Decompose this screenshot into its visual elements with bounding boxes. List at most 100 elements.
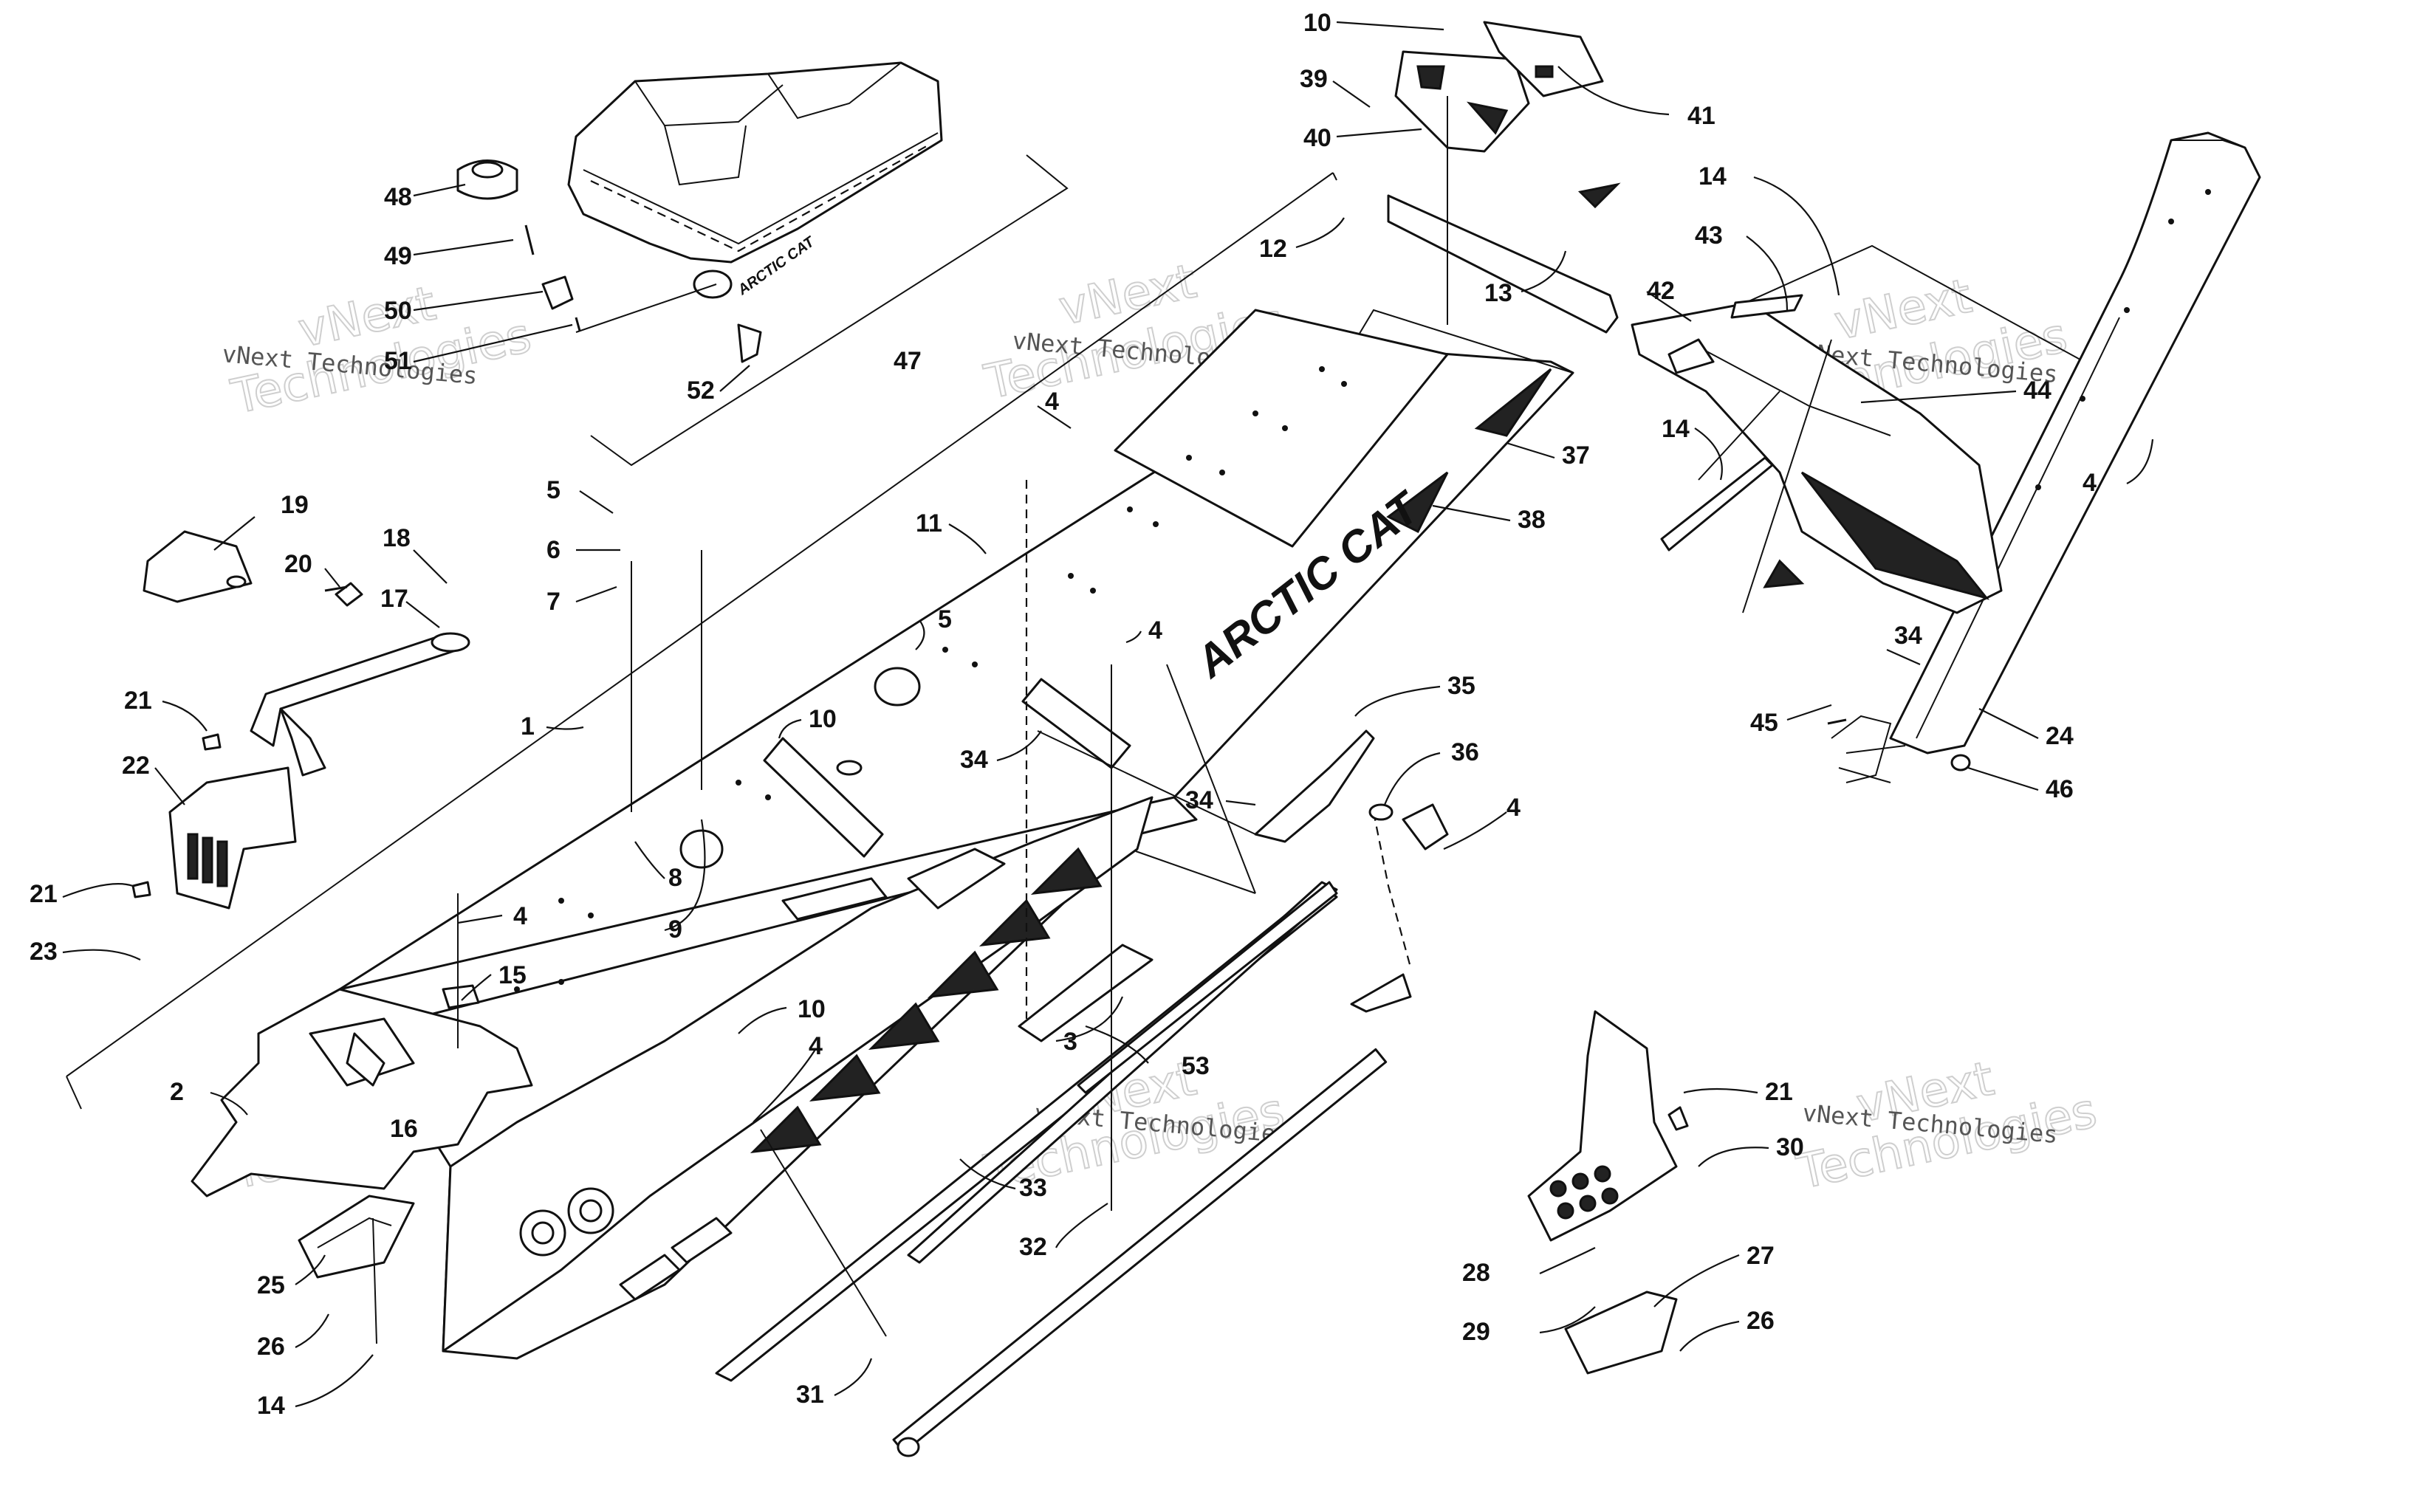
seat-knob-top <box>471 161 504 179</box>
washer <box>575 317 581 331</box>
callout-52: 52 <box>687 377 715 405</box>
nut <box>1667 1106 1689 1131</box>
front-bulkhead <box>191 988 533 1197</box>
bumper-handle <box>131 530 470 910</box>
callout-41: 41 <box>1687 102 1715 130</box>
assembly-line <box>372 1217 377 1344</box>
callout-21: 21 <box>1765 1078 1793 1106</box>
callout-51: 51 <box>384 347 412 375</box>
callout-32: 32 <box>1019 1233 1047 1261</box>
handle-cover <box>143 530 253 603</box>
flap-plate <box>1667 338 1715 374</box>
callout-4: 4 <box>513 902 527 930</box>
callout-17: 17 <box>380 585 408 613</box>
rear-flap <box>1577 182 2003 614</box>
right-footrest <box>1527 1010 1689 1375</box>
footrest-cup <box>298 1195 415 1279</box>
hitch-plate <box>1402 803 1449 850</box>
bumper-hardware <box>1838 745 1906 783</box>
callout-1: 1 <box>521 712 535 740</box>
callout-15: 15 <box>498 961 527 989</box>
tail-rail <box>1387 194 1619 334</box>
board-slot <box>671 1217 733 1264</box>
callout-39: 39 <box>1300 65 1328 93</box>
footrest-plate <box>1527 1010 1678 1242</box>
callout-33: 33 <box>1019 1174 1047 1202</box>
callout-47: 47 <box>894 347 922 375</box>
callout-2: 2 <box>170 1078 184 1106</box>
callout-13: 13 <box>1484 279 1512 307</box>
handle-eye <box>431 632 470 653</box>
foot-pad <box>781 877 888 921</box>
bracket-slot <box>187 833 199 880</box>
callout-4: 4 <box>1148 616 1162 645</box>
crossbar <box>763 737 884 858</box>
callout-12: 12 <box>1259 235 1287 263</box>
runner-tube-end <box>897 1437 920 1457</box>
callout-16: 16 <box>390 1115 418 1143</box>
flap-plate <box>1730 294 1803 319</box>
cover-hole <box>226 575 247 588</box>
seat-catch <box>737 323 762 363</box>
frame-line <box>66 172 1334 1077</box>
handle-bracket <box>168 766 297 910</box>
bracket-slot <box>202 836 213 884</box>
callout-14: 14 <box>1699 162 1727 190</box>
handle-bar <box>250 633 459 747</box>
hitch-hook <box>1350 973 1412 1013</box>
callout-36: 36 <box>1451 738 1479 766</box>
callout-35: 35 <box>1447 672 1475 700</box>
bracket-35 <box>1254 729 1375 843</box>
traction-cutouts <box>750 847 1103 1153</box>
callout-10: 10 <box>1303 9 1331 37</box>
callout-22: 22 <box>122 752 150 780</box>
frame-line <box>1332 172 1337 181</box>
bulkhead-body <box>191 988 533 1197</box>
callout-43: 43 <box>1695 221 1723 250</box>
callout-42: 42 <box>1647 277 1675 305</box>
connector <box>1535 65 1554 78</box>
callout-50: 50 <box>384 297 412 325</box>
tunnel-plate <box>1114 309 1449 548</box>
taillight-lens <box>1466 101 1509 135</box>
callout-38: 38 <box>1518 506 1546 534</box>
nut <box>131 881 151 898</box>
taillight-cover <box>1483 21 1604 97</box>
bulkhead-inner <box>346 1032 385 1087</box>
callout-21: 21 <box>124 687 152 715</box>
seat-frame-line <box>590 154 1069 467</box>
bumper-hardware <box>1831 715 1892 783</box>
callout-31: 31 <box>796 1381 824 1409</box>
bracket-3 <box>1018 944 1154 1042</box>
callout-48: 48 <box>384 183 412 211</box>
callouts: 10 39 40 41 14 43 42 44 14 4 48 49 50 51… <box>30 9 2154 1420</box>
callout-40: 40 <box>1303 124 1331 152</box>
seat-leader <box>575 284 717 333</box>
callout-9: 9 <box>668 915 682 944</box>
assembly-line <box>760 1129 887 1337</box>
callout-10: 10 <box>798 995 826 1023</box>
callout-46: 46 <box>2046 775 2074 803</box>
assembly-lines <box>372 96 1448 1344</box>
board-hole-inner <box>531 1221 555 1245</box>
flap-base <box>1800 471 1990 600</box>
frame-line <box>66 1076 82 1110</box>
callout-26: 26 <box>1747 1307 1775 1335</box>
callout-19: 19 <box>281 491 309 519</box>
seat-contour <box>767 62 902 120</box>
callout-3: 3 <box>1063 1028 1077 1056</box>
bolt <box>324 585 348 592</box>
callout-34: 34 <box>960 746 988 774</box>
runners <box>715 881 1388 1457</box>
callout-11: 11 <box>916 509 942 537</box>
bracket-clip <box>442 984 480 1009</box>
direction-arrow <box>1577 182 1621 209</box>
callout-7: 7 <box>546 588 561 616</box>
assembly-line <box>1166 664 1256 894</box>
callout-45: 45 <box>1750 709 1778 737</box>
callout-14: 14 <box>1662 415 1690 443</box>
taillight-housing <box>1394 50 1530 153</box>
callout-49: 49 <box>384 242 412 270</box>
runner-rail <box>1077 881 1338 1094</box>
tunnel-vent <box>679 829 724 869</box>
